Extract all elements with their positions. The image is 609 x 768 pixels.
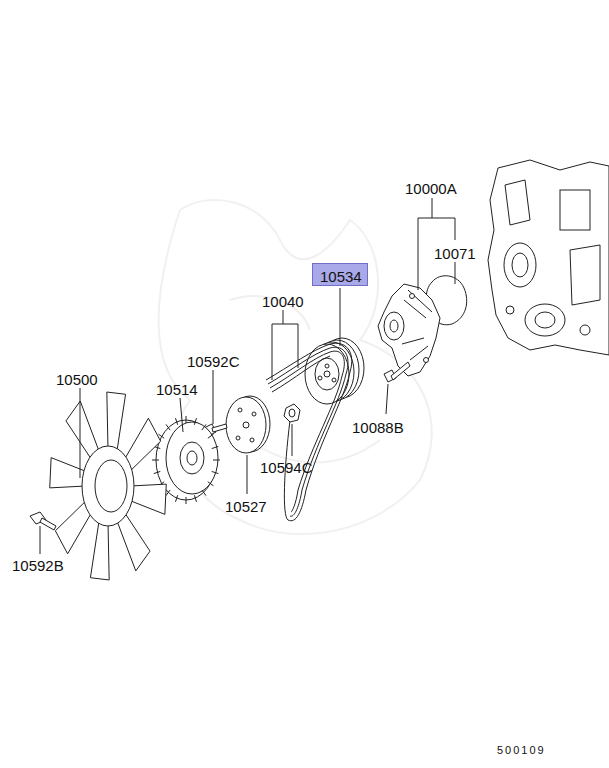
clutch-fin	[166, 490, 170, 496]
clutch-fin	[208, 434, 214, 438]
clutch-fin	[194, 495, 196, 502]
figure-number: 500109	[497, 745, 546, 756]
nut	[284, 404, 300, 422]
clutch-fin	[194, 418, 196, 425]
spacer-plate	[226, 396, 270, 453]
clutch-fin	[213, 460, 220, 461]
clutch-fin	[212, 471, 219, 473]
clutch-fin	[212, 446, 219, 448]
callout-number: 10071	[434, 246, 476, 261]
watermark-logo	[159, 200, 432, 534]
clutch-fin	[166, 424, 170, 430]
clutch-fin	[202, 424, 206, 430]
callout-number: 10592B	[12, 558, 64, 573]
callout-number: 10088B	[352, 420, 404, 435]
fan-hub-ring	[95, 460, 127, 512]
callout-number: 10000A	[405, 181, 457, 196]
fan-hub	[82, 446, 134, 526]
fan-blade	[90, 519, 109, 580]
clutch-fin	[175, 418, 177, 425]
bolt	[30, 512, 56, 530]
water-pump	[378, 284, 440, 376]
callout-number: 10040	[262, 294, 304, 309]
engine-block	[488, 160, 609, 355]
callout-number: 10594C	[260, 460, 313, 475]
callout-number: 10514	[156, 382, 198, 397]
cooling-fan	[50, 392, 167, 580]
bolt	[384, 362, 410, 382]
clutch-fin	[202, 490, 206, 496]
part-number: 10534	[320, 269, 362, 284]
fan-blade	[107, 392, 126, 453]
callout-number: 10527	[225, 499, 267, 514]
clutch-fin	[186, 416, 187, 423]
callout-number: 10500	[56, 372, 98, 387]
drive-belt	[266, 343, 352, 521]
clutch-fin	[158, 434, 164, 438]
clutch-fin	[154, 471, 161, 473]
clutch-fin	[152, 460, 159, 461]
highlight-box: 10534	[312, 263, 368, 286]
clutch-fin	[208, 482, 214, 486]
pulley	[305, 338, 364, 404]
leader-lines	[40, 198, 455, 554]
nut-hole	[289, 409, 295, 417]
callout-number: 10592C	[187, 354, 240, 369]
clutch-fin	[175, 495, 177, 502]
clutch-fin	[186, 497, 187, 504]
